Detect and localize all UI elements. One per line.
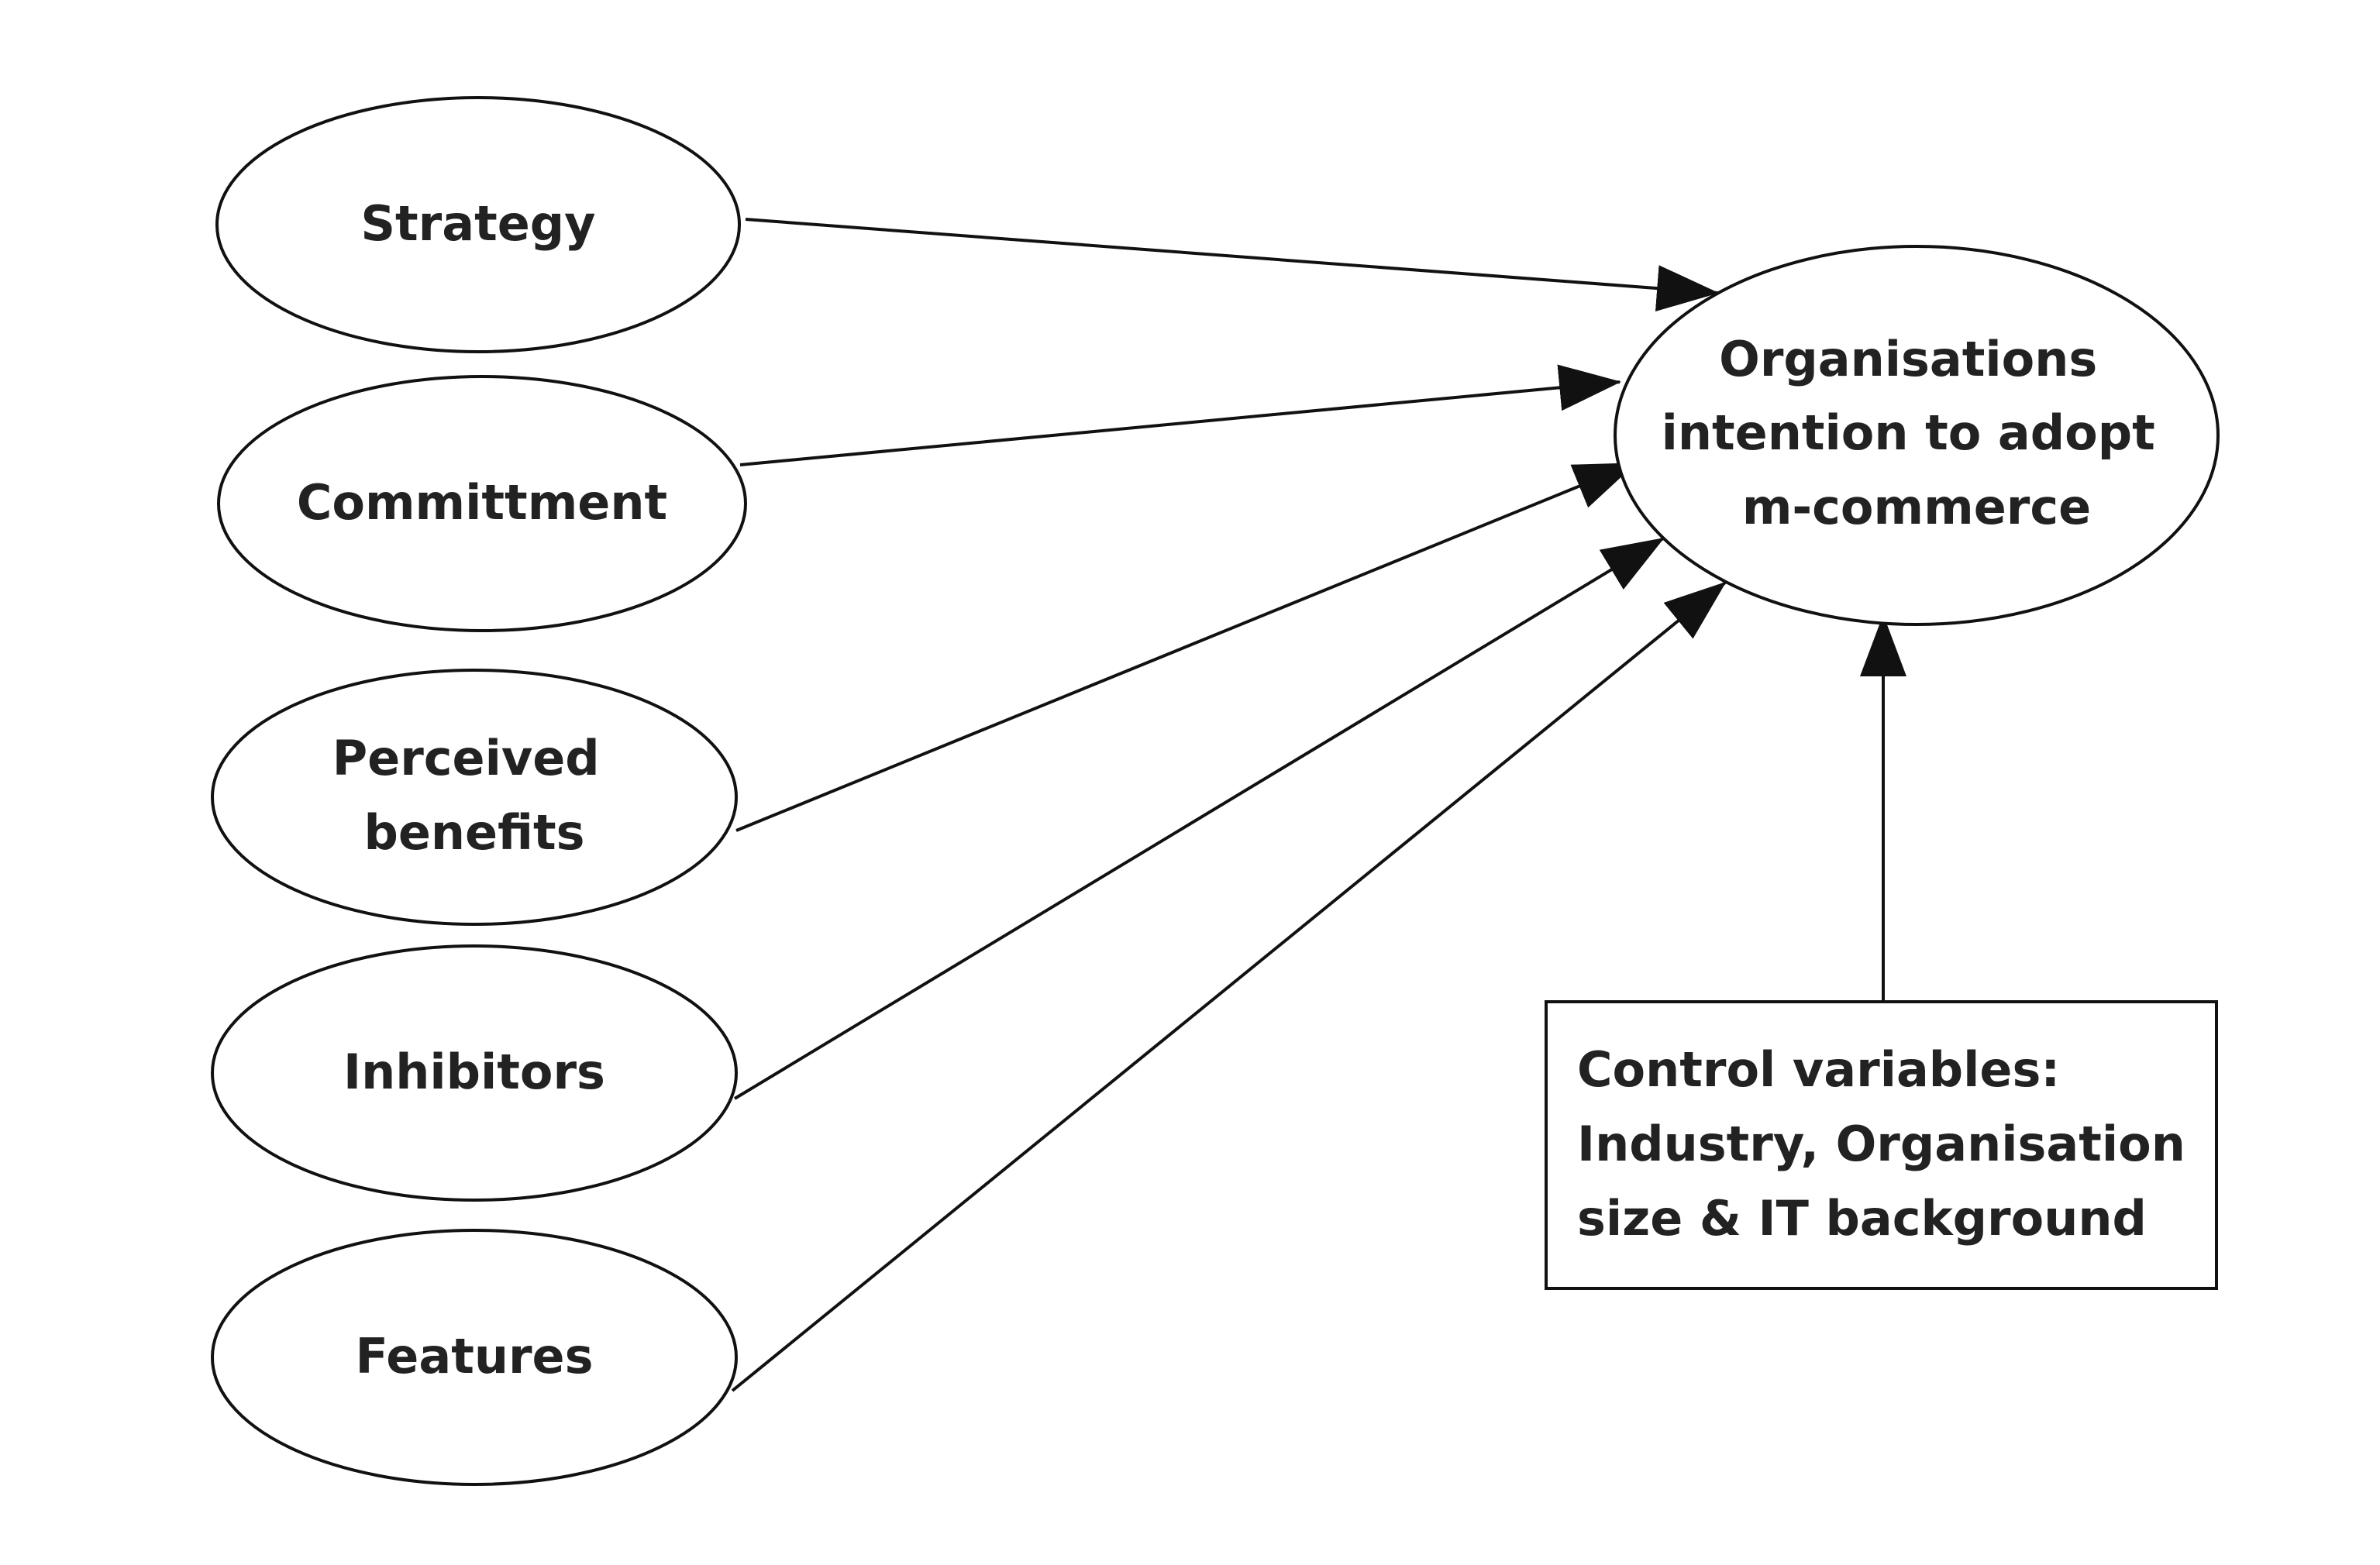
node-strategy-shape: [215, 96, 741, 353]
node-inhibitors: Inhibitors: [211, 944, 738, 1202]
node-inhibitors-label: Inhibitors: [343, 1044, 605, 1100]
node-perceived-benefits: Perceived benefits: [211, 669, 738, 926]
edge-features-to-intention: [731, 581, 1727, 1392]
node-strategy-label: Strategy: [360, 195, 595, 252]
node-intention-label: Organisations intention to adopt m-comme…: [1662, 331, 2172, 535]
node-perceived-benefits-label: Perceived benefits: [332, 730, 617, 861]
node-perceived-benefits-shape: [211, 669, 738, 926]
node-intention-label-line-3: m-commerce: [1742, 479, 2091, 535]
node-controls: Control variables: Industry, Organisatio…: [1545, 1000, 2218, 1290]
node-perceived-benefits-label-line-1: Perceived: [332, 730, 600, 786]
node-commitment-shape: [217, 375, 747, 632]
edge-inhibitors-to-intention: [733, 537, 1665, 1100]
node-controls-label: Control variables: Industry, Organisatio…: [1577, 1041, 2202, 1247]
node-inhibitors-shape: [211, 944, 738, 1202]
node-intention-shape: [1614, 245, 2220, 626]
edge-commitment-to-intention: [739, 364, 1621, 466]
node-features-label: Features: [355, 1328, 593, 1384]
node-intention-label-line-1: Organisations: [1719, 331, 2097, 387]
node-commitment-label-line-1: Committment: [297, 474, 667, 531]
node-inhibitors-label-line-1: Inhibitors: [343, 1044, 605, 1100]
node-features-label-line-1: Features: [355, 1328, 593, 1384]
node-perceived-benefits-label-line-2: benefits: [363, 804, 584, 861]
node-intention-label-line-2: intention to adopt: [1662, 404, 2155, 461]
node-controls-label-line-1: Control variables:: [1577, 1041, 2060, 1098]
node-controls-shape: [1545, 1000, 2218, 1290]
node-features-shape: [211, 1229, 738, 1486]
node-controls-label-line-3: size & IT background: [1577, 1190, 2147, 1247]
node-commitment-label: Committment: [297, 474, 667, 531]
node-intention: Organisations intention to adopt m-comme…: [1614, 245, 2220, 626]
node-features: Features: [211, 1229, 738, 1486]
node-strategy: Strategy: [215, 96, 741, 353]
node-strategy-label-line-1: Strategy: [360, 195, 595, 252]
node-controls-label-line-2: Industry, Organisation: [1577, 1116, 2185, 1172]
node-commitment: Committment: [217, 375, 747, 632]
edge-strategy-to-intention: [745, 218, 1719, 312]
edge-perceived-benefits-to-intention: [735, 462, 1637, 832]
